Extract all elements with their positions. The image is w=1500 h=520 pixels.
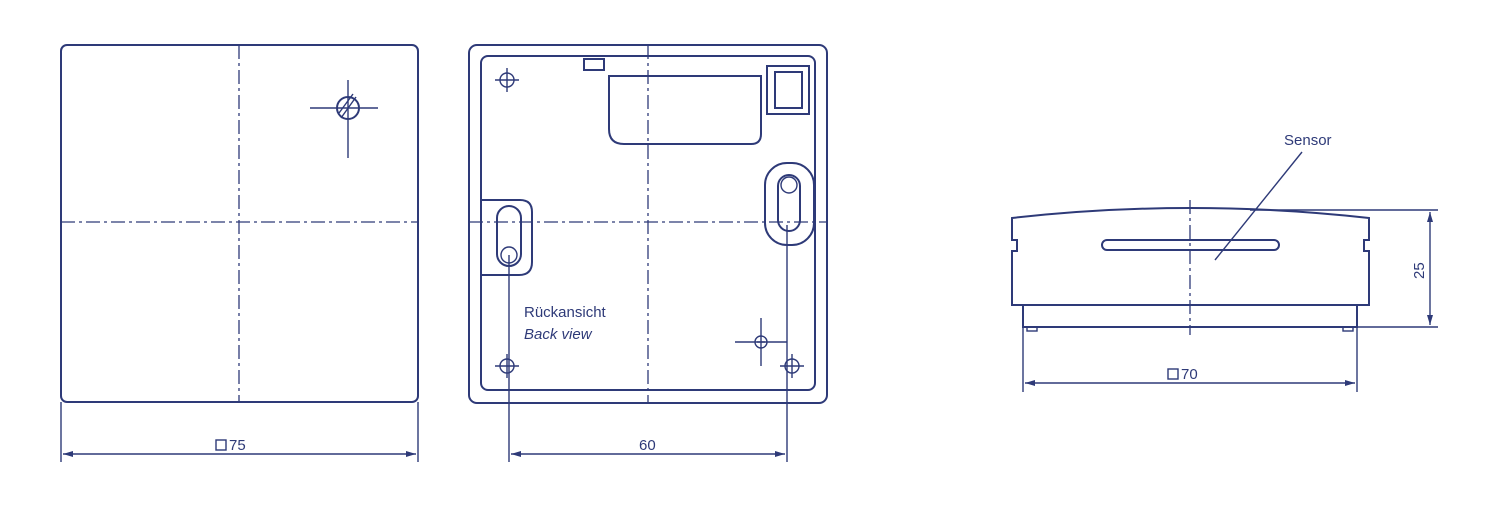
back-right-keyhole — [764, 162, 815, 246]
back-hole-distance-label: 60 — [639, 437, 656, 454]
sensor-label: Sensor — [1284, 132, 1332, 149]
side-foot-left — [1026, 326, 1038, 332]
back-left-keyhole — [481, 199, 533, 276]
back-screw-hole — [735, 318, 787, 366]
back-connector-block — [766, 65, 810, 115]
sensor-leader-line — [1214, 151, 1303, 261]
front-screw-symbol — [310, 80, 378, 158]
side-view: Sensor 70 25 — [1011, 132, 1438, 392]
front-view: 75 — [60, 44, 419, 462]
back-hole-distance-dimension: 60 — [508, 225, 788, 462]
back-connector-inner — [774, 71, 803, 109]
front-width-dimension: 75 — [60, 402, 419, 462]
back-terminal-cutout — [608, 75, 762, 145]
front-width-label: 75 — [229, 437, 246, 454]
back-mount-hole-top-left — [495, 68, 519, 92]
back-view: Rückansicht Back view 60 — [468, 44, 828, 462]
back-small-tab — [583, 58, 605, 71]
side-foot-right — [1342, 326, 1354, 332]
back-mount-hole-bottom-right — [780, 354, 804, 378]
back-caption-english: Back view — [524, 326, 593, 343]
back-caption-german: Rückansicht — [524, 304, 607, 321]
back-mount-hole-bottom-left — [495, 354, 519, 378]
side-height-label: 25 — [1411, 262, 1428, 279]
square-symbol-icon — [215, 439, 227, 451]
side-width-label: 70 — [1181, 366, 1198, 383]
side-width-dimension: 70 — [1022, 327, 1358, 392]
side-height-dimension: 25 — [1250, 209, 1438, 328]
square-symbol-icon — [1167, 368, 1179, 380]
